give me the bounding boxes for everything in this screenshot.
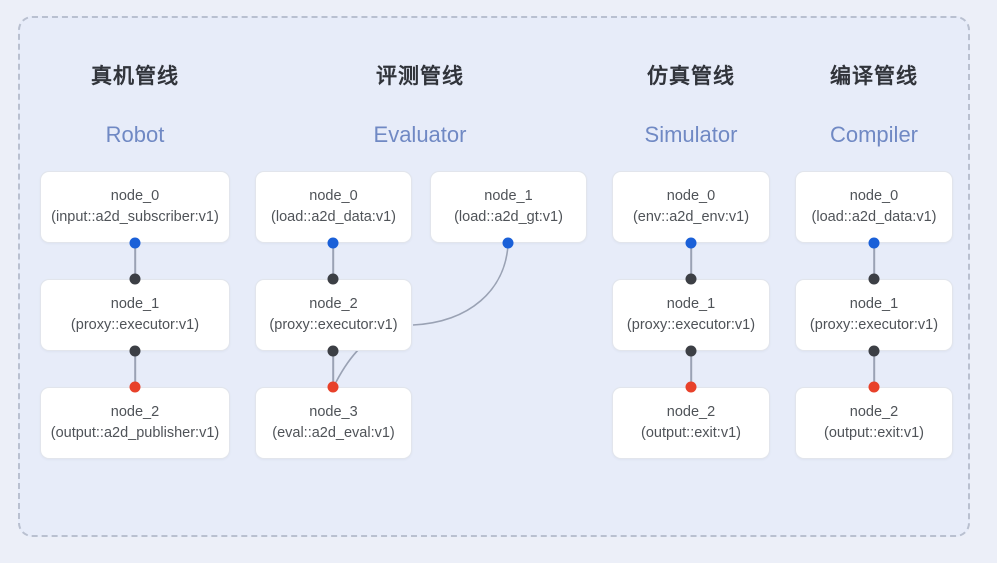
port-final-simulator-12[interactable]: [685, 381, 697, 393]
port-in-evaluator-6[interactable]: [327, 273, 339, 285]
node-compiler-node_2[interactable]: node_2(output::exit:v1): [795, 387, 953, 459]
port-final-robot-3[interactable]: [129, 381, 141, 393]
port-out-robot-0[interactable]: [129, 237, 141, 249]
node-id-label: node_1: [484, 188, 533, 205]
node-id-label: node_2: [666, 404, 716, 421]
port-in-simulator-11[interactable]: [685, 345, 697, 357]
node-evaluator-node_2[interactable]: node_2(proxy::executor:v1): [255, 279, 412, 351]
node-robot-node_0[interactable]: node_0(input::a2d_subscriber:v1): [40, 171, 230, 243]
port-out-evaluator-5[interactable]: [502, 237, 514, 249]
node-simulator-node_2[interactable]: node_2(output::exit:v1): [612, 387, 770, 459]
node-evaluator-node_0[interactable]: node_0(load::a2d_data:v1): [255, 171, 412, 243]
node-id-label: node_2: [849, 404, 899, 421]
node-type-label: (output::a2d_publisher:v1): [50, 425, 220, 441]
node-simulator-node_1[interactable]: node_1(proxy::executor:v1): [612, 279, 770, 351]
node-id-label: node_0: [309, 188, 358, 205]
port-in-compiler-14[interactable]: [868, 273, 880, 285]
node-compiler-node_1[interactable]: node_1(proxy::executor:v1): [795, 279, 953, 351]
edge-vertical-5: [690, 351, 692, 387]
node-type-label: (proxy::executor:v1): [626, 317, 756, 333]
edge-vertical-4: [690, 243, 692, 279]
node-id-label: node_2: [110, 404, 160, 421]
node-simulator-node_0[interactable]: node_0(env::a2d_env:v1): [612, 171, 770, 243]
edge-vertical-3: [332, 351, 334, 387]
edge-vertical-0: [134, 243, 136, 279]
node-compiler-node_0[interactable]: node_0(load::a2d_data:v1): [795, 171, 953, 243]
node-type-label: (output::exit:v1): [641, 425, 741, 441]
port-out-evaluator-4[interactable]: [327, 237, 339, 249]
node-robot-node_2[interactable]: node_2(output::a2d_publisher:v1): [40, 387, 230, 459]
port-in-compiler-15[interactable]: [868, 345, 880, 357]
column-title-cn-robot: 真机管线: [91, 65, 179, 88]
port-out-compiler-13[interactable]: [868, 237, 880, 249]
edge-vertical-6: [873, 243, 875, 279]
node-type-label: (input::a2d_subscriber:v1): [51, 209, 219, 225]
node-id-label: node_1: [849, 296, 899, 313]
node-evaluator-node_3[interactable]: node_3(eval::a2d_eval:v1): [255, 387, 412, 459]
node-id-label: node_2: [309, 296, 358, 313]
column-title-en-compiler: Compiler: [829, 122, 919, 147]
port-in-evaluator-7[interactable]: [327, 345, 339, 357]
port-out-simulator-9[interactable]: [685, 237, 697, 249]
port-in-robot-1[interactable]: [129, 273, 141, 285]
node-robot-node_1[interactable]: node_1(proxy::executor:v1): [40, 279, 230, 351]
node-type-label: (proxy::executor:v1): [70, 317, 200, 333]
node-type-label: (eval::a2d_eval:v1): [272, 425, 395, 441]
node-id-label: node_1: [110, 296, 160, 313]
node-id-label: node_3: [309, 404, 358, 421]
port-in-robot-2[interactable]: [129, 345, 141, 357]
edge-vertical-7: [873, 351, 875, 387]
column-title-cn-compiler: 编译管线: [830, 65, 918, 88]
node-type-label: (env::a2d_env:v1): [632, 209, 750, 225]
node-type-label: (load::a2d_data:v1): [271, 209, 396, 225]
node-id-label: node_0: [849, 188, 899, 205]
column-title-en-evaluator: Evaluator: [373, 122, 467, 147]
edge-vertical-1: [134, 351, 136, 387]
port-final-evaluator-8[interactable]: [327, 381, 339, 393]
node-evaluator-node_1[interactable]: node_1(load::a2d_gt:v1): [430, 171, 587, 243]
port-final-compiler-16[interactable]: [868, 381, 880, 393]
column-title-en-robot: Robot: [105, 122, 165, 147]
node-type-label: (load::a2d_gt:v1): [454, 209, 563, 225]
edge-vertical-2: [332, 243, 334, 279]
node-id-label: node_0: [666, 188, 716, 205]
node-type-label: (proxy::executor:v1): [269, 317, 398, 333]
node-type-label: (output::exit:v1): [824, 425, 924, 441]
column-title-cn-simulator: 仿真管线: [647, 65, 735, 88]
port-in-simulator-10[interactable]: [685, 273, 697, 285]
node-type-label: (load::a2d_data:v1): [811, 209, 937, 225]
node-id-label: node_1: [666, 296, 716, 313]
node-type-label: (proxy::executor:v1): [809, 317, 939, 333]
column-title-cn-evaluator: 评测管线: [376, 65, 464, 88]
node-id-label: node_0: [110, 188, 160, 205]
column-title-en-simulator: Simulator: [644, 122, 738, 147]
